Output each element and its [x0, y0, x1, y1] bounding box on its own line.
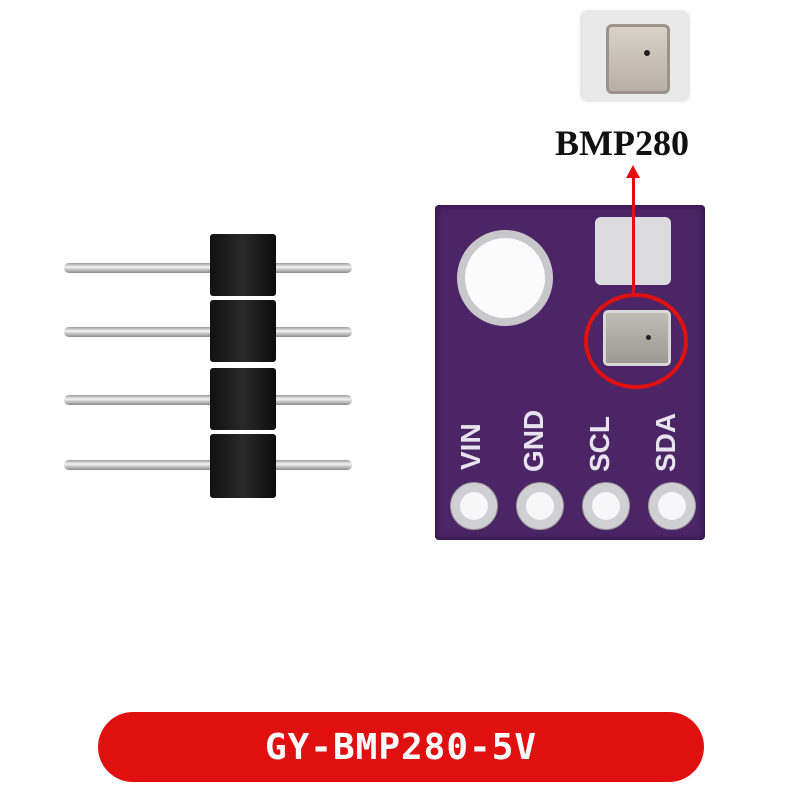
model-banner-text: GY-BMP280-5V	[264, 726, 538, 768]
pad-sda	[648, 482, 696, 530]
pin-label-gnd: GND	[518, 409, 549, 472]
chip-closeup-image	[582, 12, 688, 100]
pin-label-sda: SDA	[650, 412, 681, 472]
pin-label-scl: SCL	[584, 416, 615, 472]
pin-label-vin: VIN	[455, 423, 486, 470]
header-block	[210, 300, 276, 362]
header-pin	[64, 395, 352, 405]
arrow-head-icon	[626, 165, 640, 178]
arrow-line	[632, 176, 635, 294]
pad-scl	[582, 482, 630, 530]
header-block	[210, 434, 276, 498]
chip-label: BMP280	[555, 123, 689, 163]
highlight-circle	[584, 293, 688, 389]
pad-gnd	[516, 482, 564, 530]
header-pin	[64, 460, 352, 470]
header-block	[210, 368, 276, 430]
pad-vin	[450, 482, 498, 530]
header-pin	[64, 327, 352, 337]
header-block	[210, 234, 276, 296]
model-banner: GY-BMP280-5V	[98, 712, 704, 782]
header-pin	[64, 263, 352, 273]
mounting-hole	[457, 230, 553, 326]
